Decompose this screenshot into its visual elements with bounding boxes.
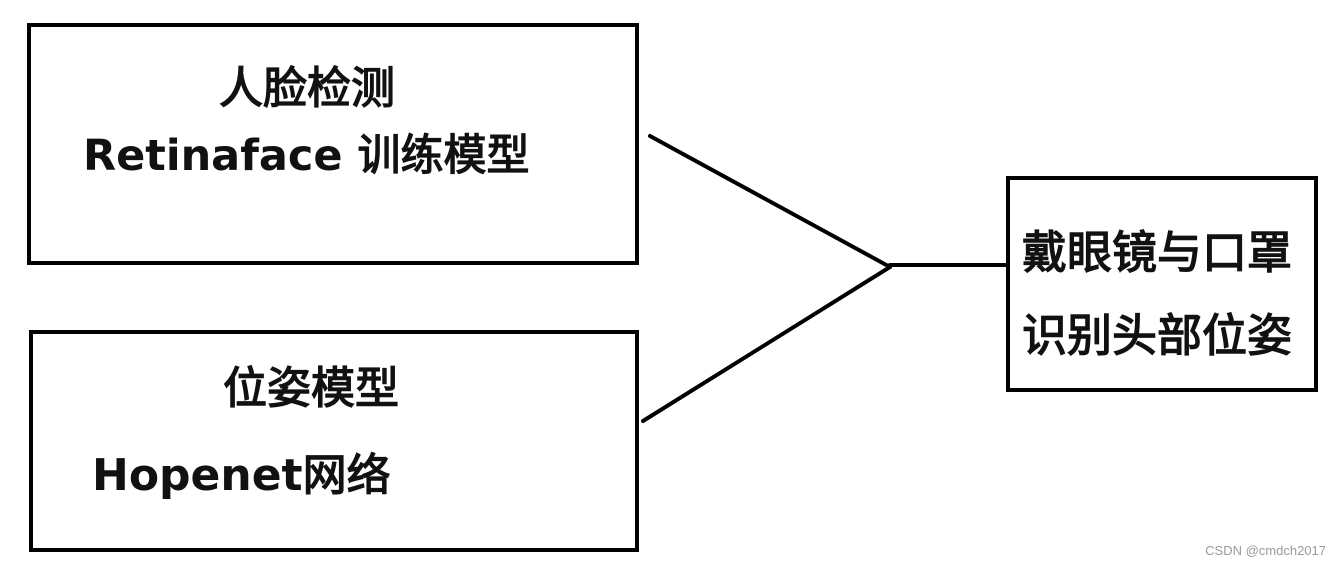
pose-model-box: 位姿模型 Hopenet网络 <box>29 330 639 552</box>
pose-model-title: 位姿模型 <box>223 363 399 414</box>
edge-pose-to-junction <box>641 265 892 423</box>
pose-model-subtitle: Hopenet网络 <box>92 450 391 501</box>
face-detection-box: 人脸检测 Retinaface 训练模型 <box>27 23 639 265</box>
result-line2: 识别头部位姿 <box>1022 309 1293 362</box>
result-line1: 戴眼镜与口罩 <box>1022 226 1293 279</box>
face-detection-title: 人脸检测 <box>219 63 395 114</box>
result-box: 戴眼镜与口罩 识别头部位姿 <box>1006 176 1318 392</box>
face-detection-subtitle: Retinaface 训练模型 <box>83 131 530 181</box>
edge-face-to-junction <box>648 134 892 269</box>
watermark: CSDN @cmdch2017 <box>1205 543 1326 558</box>
